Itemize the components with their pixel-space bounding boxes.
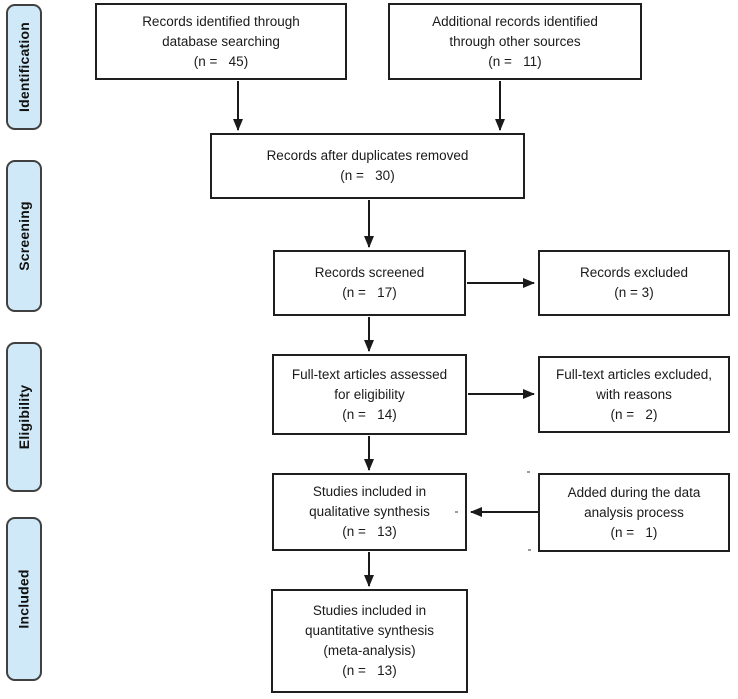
box-fulltext-excluded: Full-text articles excluded, with reason… <box>538 356 730 433</box>
stage-bar-eligibility: Eligibility <box>6 342 42 492</box>
box-quantitative-synthesis: Studies included in quantitative synthes… <box>271 589 468 693</box>
box-quantitative-synthesis-text: Studies included in quantitative synthes… <box>304 603 435 678</box>
box-added-during-analysis: Added during the data analysis process (… <box>538 473 730 552</box>
stage-label-screening: Screening <box>16 201 32 271</box>
stage-label-included: Included <box>16 569 33 629</box>
stray-dot <box>527 471 530 473</box>
box-records-identified-text: Records identified through database sear… <box>142 13 300 69</box>
stage-bar-identification: Identification <box>6 4 42 130</box>
box-records-identified: Records identified through database sear… <box>95 3 347 80</box>
box-records-screened-text: Records screened (n = 17) <box>314 265 425 300</box>
box-records-excluded-text: Records excluded (n = 3) <box>579 265 689 300</box>
stage-bar-included: Included <box>6 517 42 681</box>
box-added-during-analysis-text: Added during the data analysis process (… <box>567 484 701 540</box>
box-records-screened: Records screened (n = 17) <box>273 250 466 316</box>
box-additional-records-text: Additional records identified through ot… <box>432 13 598 69</box>
stage-label-identification: Identification <box>16 22 33 112</box>
box-qualitative-synthesis: Studies included in qualitative synthesi… <box>272 473 467 551</box>
box-fulltext-excluded-text: Full-text articles excluded, with reason… <box>555 366 713 422</box>
stage-bar-screening: Screening <box>6 160 42 312</box>
stray-dot <box>455 511 458 513</box>
box-fulltext-assessed-text: Full-text articles assessed for eligibil… <box>291 366 448 422</box>
stage-label-eligibility: Eligibility <box>16 384 32 450</box>
box-duplicates-removed: Records after duplicates removed (n = 30… <box>210 133 525 199</box>
stray-dot <box>528 549 531 551</box>
box-additional-records: Additional records identified through ot… <box>388 3 642 80</box>
box-fulltext-assessed: Full-text articles assessed for eligibil… <box>272 354 467 435</box>
box-qualitative-synthesis-text: Studies included in qualitative synthesi… <box>309 484 430 539</box>
box-records-excluded: Records excluded (n = 3) <box>538 250 730 316</box>
box-duplicates-removed-text: Records after duplicates removed (n = 30… <box>266 148 469 183</box>
